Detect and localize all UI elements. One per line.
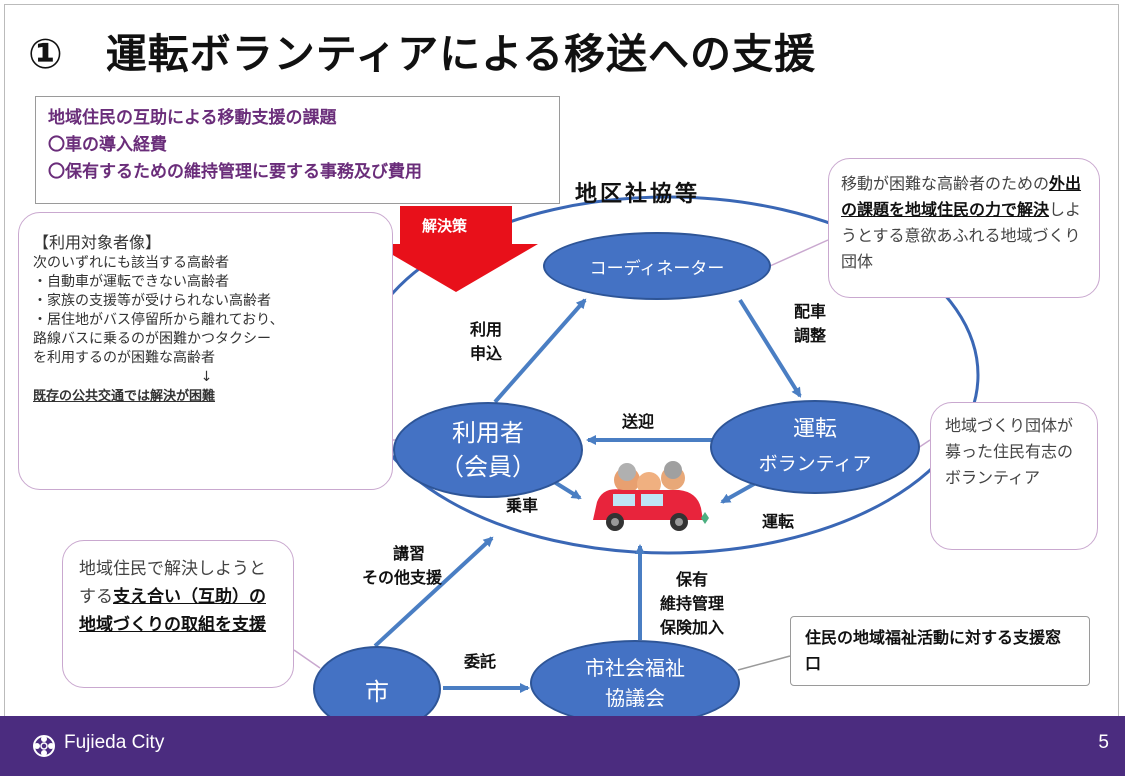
footer-brand: Fujieda City xyxy=(64,732,165,753)
target-line: ・自動車が運転できない高齢者 xyxy=(33,274,229,290)
connector-coord-note xyxy=(769,239,829,267)
problem-line-2: 〇車の導入経費 xyxy=(48,135,167,155)
user-label: 利用者 xyxy=(452,419,524,447)
apply-label: 利用 申込 xyxy=(470,318,502,366)
support-label-1: 講習 xyxy=(393,544,426,563)
own-label-2: 維持管理 xyxy=(660,594,725,613)
footer-bar: Fujieda City 5 xyxy=(0,716,1125,776)
own-label: 保有 維持管理 保険加入 xyxy=(660,568,724,640)
target-head: 【利用対象者像】 xyxy=(33,233,162,252)
coordinator-note-pre: 移動が困難な高齢者のための xyxy=(841,174,1050,193)
connector-vol-note xyxy=(917,439,931,449)
volunteer-sublabel: ボランティア xyxy=(758,453,872,475)
volunteer-node: 運転 ボランティア xyxy=(710,400,920,494)
solution-arrow xyxy=(374,206,538,292)
district-label: 地区社協等 xyxy=(575,182,701,207)
own-label-1: 保有 xyxy=(676,570,709,589)
city-emblem-icon xyxy=(33,735,55,757)
down-arrow-icon: ↓ xyxy=(200,369,213,385)
user-sublabel: （会員） xyxy=(440,453,536,481)
support-label: 講習 その他支援 xyxy=(362,542,442,590)
user-node: 利用者 （会員） xyxy=(393,402,583,498)
council-label: 市社会福祉 xyxy=(585,656,685,680)
target-line: 路線バスに乗るのが困難かつタクシー xyxy=(33,331,271,347)
page-number: 5 xyxy=(1098,732,1109,753)
arrow-apply xyxy=(493,298,587,404)
coordinator-note-post: しようとする意欲あふれる地域づくり団体 xyxy=(841,200,1082,271)
arrow-dispatch xyxy=(738,298,802,398)
car-illustration xyxy=(593,461,709,531)
target-conclusion: 既存の公共交通では解決が困難 xyxy=(33,389,216,404)
target-line: ・家族の支援等が受けられない高齢者 xyxy=(33,293,271,309)
arrow-support xyxy=(373,536,494,648)
problem-line-1: 地域住民の互助による移動支援の課題 xyxy=(48,108,337,128)
local-note-bold: 支え合い（互助）の地域づくりの取組を支援 xyxy=(79,587,266,635)
connector-local-note xyxy=(293,649,321,669)
support-label-2: その他支援 xyxy=(362,568,443,587)
council-node: 市社会福祉 協議会 xyxy=(530,640,740,726)
drive-label: 運転 xyxy=(762,512,795,531)
support-window-note: 住民の地域福祉活動に対する支援窓口 xyxy=(790,616,1090,686)
ride-label: 乗車 xyxy=(506,496,539,515)
transport-label: 送迎 xyxy=(622,412,655,431)
entrust-label: 委託 xyxy=(464,652,497,671)
target-user-note: 【利用対象者像】 次のいずれにも該当する高齢者 ・自動車が運転できない高齢者 ・… xyxy=(18,212,393,490)
coordinator-label: コーディネーター xyxy=(589,258,725,279)
problem-box: 地域住民の互助による移動支援の課題 〇車の導入経費 〇保有するための維持管理に要… xyxy=(35,96,560,204)
apply-label-1: 利用 xyxy=(470,320,503,339)
volunteer-label: 運転 xyxy=(792,417,837,442)
city-label: 市 xyxy=(365,677,389,706)
target-line: ・居住地がバス停留所から離れており、 xyxy=(33,312,284,328)
page-title: ① 運転ボランティアによる移送への支援 xyxy=(28,30,817,78)
dispatch-label: 配車 調整 xyxy=(794,300,826,348)
dispatch-label-2: 調整 xyxy=(794,326,827,345)
local-support-note: 地域住民で解決しようとする支え合い（互助）の地域づくりの取組を支援 xyxy=(62,540,294,688)
target-line: を利用するのが困難な高齢者 xyxy=(33,350,215,366)
coordinator-note: 移動が困難な高齢者のための外出の課題を地域住民の力で解決しようとする意欲あふれる… xyxy=(828,158,1100,298)
solution-label: 解決策 xyxy=(422,217,468,235)
dispatch-label-1: 配車 xyxy=(794,302,827,321)
coordinator-note-bold: 外出の課題を地域住民の力で解決 xyxy=(841,174,1082,219)
local-note-pre: 地域住民で解決しようとする xyxy=(79,559,266,607)
coordinator-node: コーディネーター xyxy=(543,232,771,300)
council-sublabel: 協議会 xyxy=(605,686,665,710)
connector-window-note xyxy=(737,655,791,671)
apply-label-2: 申込 xyxy=(470,344,503,363)
volunteer-note: 地域づくり団体が募った住民有志のボランティア xyxy=(930,402,1098,550)
own-label-3: 保険加入 xyxy=(660,618,725,637)
target-line: 次のいずれにも該当する高齢者 xyxy=(33,255,229,271)
problem-line-3: 〇保有するための維持管理に要する事務及び費用 xyxy=(48,162,422,182)
